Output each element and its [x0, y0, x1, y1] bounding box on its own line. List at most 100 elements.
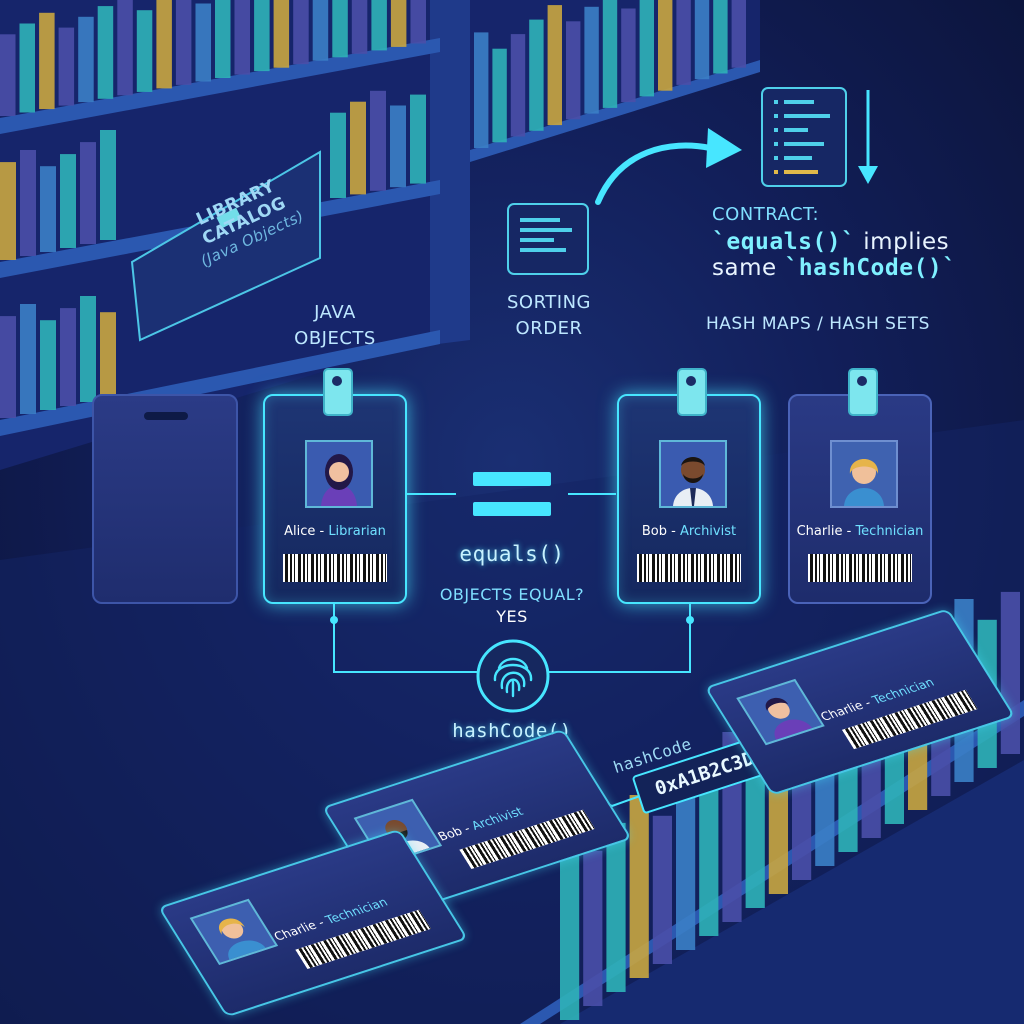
arrow-down-icon — [858, 90, 878, 184]
book-spine — [97, 6, 114, 99]
book-spine — [273, 0, 290, 68]
book-spine — [80, 142, 96, 244]
badge-alice: Alice - Librarian — [263, 368, 407, 604]
book-spine — [676, 0, 691, 85]
badge-name-line: Charlie - Technician — [796, 524, 924, 539]
badge-name: Bob — [641, 524, 667, 539]
badge-role: Technician — [855, 524, 924, 539]
book-spine — [492, 48, 507, 143]
badge-name: Charlie — [796, 524, 843, 539]
book-spine — [474, 32, 489, 148]
book-spine — [699, 759, 719, 936]
equals-method-label: equals() — [459, 542, 565, 566]
book-spine — [20, 304, 36, 414]
badge-role: Archivist — [679, 524, 737, 539]
book-spine — [621, 8, 636, 103]
book-spine — [629, 795, 649, 978]
book-spine — [40, 166, 56, 252]
person-avatar-icon — [736, 678, 825, 746]
book-spine — [175, 0, 192, 85]
book-spine — [371, 0, 387, 51]
contract-hashcode-code: `hashCode()` — [784, 255, 957, 281]
contract-line1: `equals()` implies — [712, 229, 957, 255]
book-spine — [584, 6, 599, 114]
book-spine — [652, 815, 672, 964]
hash-maps-label: HASH MAPS / HASH SETS — [706, 314, 930, 334]
contract-heading: CONTRACT: — [712, 204, 820, 225]
arrow-curve-icon — [595, 128, 742, 205]
book-spine — [566, 21, 581, 120]
fingerprint-icon — [476, 639, 550, 713]
book-spine — [330, 112, 346, 198]
book-spine — [694, 0, 710, 80]
book-spine — [351, 0, 368, 54]
contract-line2: same `hashCode()` — [712, 255, 957, 281]
book-spine — [0, 162, 16, 260]
book-spine — [80, 296, 96, 402]
book-spine — [0, 316, 16, 418]
sorting-order-label: SORTING ORDER — [494, 290, 604, 342]
equals-sign-icon — [473, 472, 551, 516]
book-spine — [390, 0, 407, 47]
java-objects-line1: JAVA — [314, 302, 356, 323]
book-spine — [312, 0, 329, 61]
badge-name: Alice — [284, 524, 316, 539]
java-objects-label: JAVA OBJECTS — [280, 300, 390, 352]
book-spine — [510, 34, 526, 137]
book-spine — [1000, 591, 1020, 754]
contract-implies: implies — [855, 229, 950, 255]
badge-role: Librarian — [328, 524, 386, 539]
badge-name-line: Alice - Librarian — [284, 524, 386, 539]
book-spine — [602, 0, 618, 108]
book-spine — [370, 90, 386, 191]
book-spine — [606, 822, 626, 992]
objects-equal-answer: YES — [496, 607, 528, 626]
objects-equal-question: OBJECTS EQUAL? — [439, 585, 585, 604]
contract-equals-code: `equals()` — [712, 229, 856, 255]
book-spine — [745, 752, 765, 908]
person-avatar-icon — [189, 898, 279, 966]
book-spine — [560, 830, 580, 1020]
book-spine — [293, 0, 309, 65]
book-spine — [410, 94, 426, 184]
book-spine — [117, 0, 133, 96]
java-objects-line2: OBJECTS — [294, 328, 376, 349]
book-spine — [529, 19, 544, 131]
badge-clip — [677, 368, 707, 416]
person-avatar-icon — [830, 440, 898, 508]
book-spine — [19, 23, 35, 113]
book-spine — [20, 150, 36, 256]
book-spine — [583, 850, 603, 1006]
book-spine — [100, 130, 116, 240]
book-spine — [215, 0, 231, 79]
contract-same: same — [712, 255, 785, 281]
book-spine — [136, 10, 153, 92]
book-spine — [332, 0, 348, 58]
book-spine — [60, 308, 76, 406]
badge-bob: Bob - Archivist — [617, 368, 761, 604]
badge-clip — [323, 368, 353, 416]
book-spine — [195, 3, 211, 82]
book-spine — [350, 101, 366, 195]
badge-clip — [848, 368, 878, 416]
floor-badge-charlie-left: Charlie - Technician — [157, 828, 469, 1018]
book-spine — [254, 0, 270, 72]
barcode-icon — [631, 548, 747, 588]
sorted-list-icon — [761, 87, 847, 187]
floor-badge-charlie-right: Charlie - Technician — [704, 608, 1016, 796]
book-spine — [234, 0, 250, 75]
book-spine — [547, 5, 562, 126]
badge-name-line: Bob - Archivist — [641, 524, 737, 539]
book-spine — [639, 0, 654, 97]
book-spine — [39, 12, 55, 110]
book-spine — [658, 0, 673, 91]
barcode-icon — [802, 548, 918, 588]
person-avatar-icon — [659, 440, 727, 508]
book-spine — [60, 154, 76, 248]
person-avatar-icon — [305, 440, 373, 508]
document-list-icon — [507, 203, 589, 275]
badge-slot — [144, 412, 188, 420]
book-spine — [676, 787, 696, 950]
sorting-order-line2: ORDER — [515, 318, 583, 339]
